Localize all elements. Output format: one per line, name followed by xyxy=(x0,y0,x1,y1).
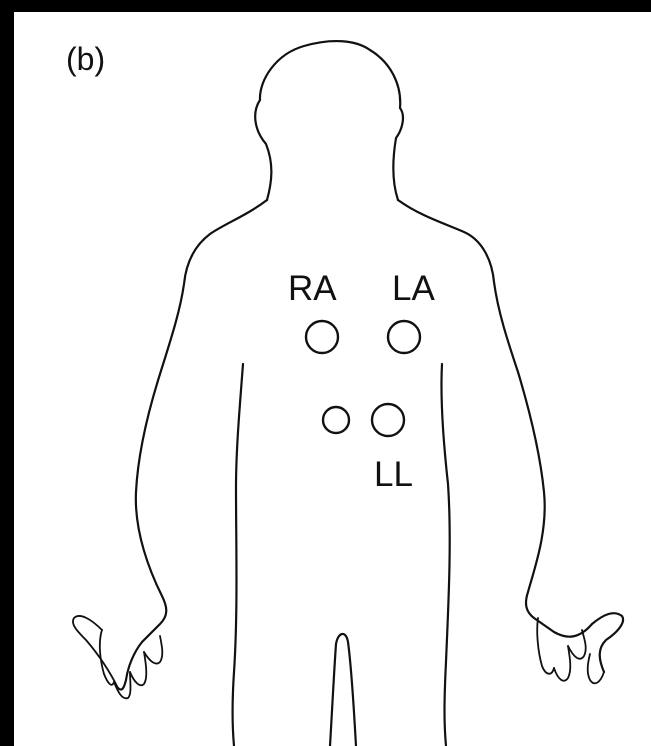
torso-right-edge xyxy=(441,364,449,746)
label-ll: LL xyxy=(374,455,413,494)
torso-left-edge xyxy=(233,364,244,746)
electrode-unlabeled xyxy=(323,407,349,433)
body-outline xyxy=(118,41,623,746)
electrode-ll xyxy=(372,404,404,436)
figure-panel: (b) xyxy=(14,12,651,746)
electrode-ra xyxy=(306,321,338,353)
right-arm-outline xyxy=(118,200,267,690)
body-electrode-diagram: (b) xyxy=(14,12,651,746)
label-ra: RA xyxy=(288,269,337,308)
label-la: LA xyxy=(392,269,435,308)
electrode-la xyxy=(388,321,420,353)
legs-outline xyxy=(330,634,356,746)
head-outline xyxy=(255,41,403,200)
panel-label: (b) xyxy=(66,41,105,77)
right-hand-fingers xyxy=(73,616,162,698)
